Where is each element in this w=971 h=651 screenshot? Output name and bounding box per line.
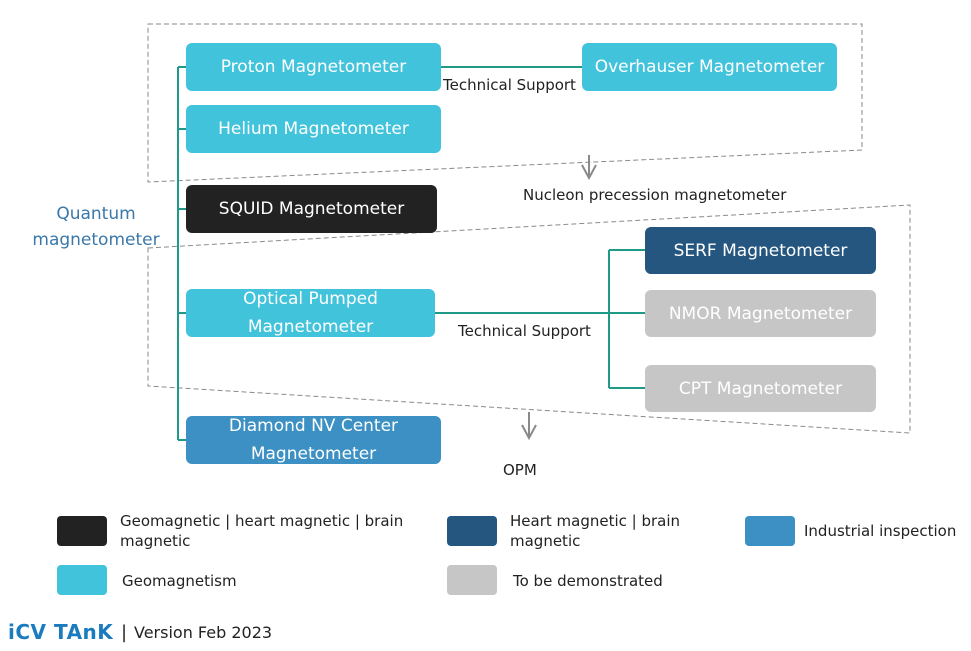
optical-pumped-label-line2: Magnetometer [247,317,374,337]
legend-text-navy: Heart magnetic | brain magnetic [510,511,680,551]
legend-swatch-mid [745,516,795,546]
overhauser-magnetometer-node: Overhauser Magnetometer [582,43,837,91]
legend-swatch-light [57,565,107,595]
cpt-magnetometer-node: CPT Magnetometer [645,365,876,412]
overhauser-magnetometer-label: Overhauser Magnetometer [594,57,825,77]
legend-text-black-line1: Geomagnetic | heart magnetic | brain [120,512,404,530]
version-text: Version Feb 2023 [134,623,273,642]
root-label-line1: Quantum [56,204,136,224]
tech-support-label-mid: Technical Support [458,322,591,340]
legend-text-black-line2: magnetic [120,532,191,550]
serf-magnetometer-label: SERF Magnetometer [673,240,848,261]
nucleon-group-outline [147,23,863,183]
legend-text-black: Geomagnetic | heart magnetic | brain mag… [120,511,403,551]
legend-text-navy-line2: magnetic [510,532,581,550]
cpt-magnetometer-label: CPT Magnetometer [678,378,843,399]
opm-group-outline [147,204,911,434]
legend-text-gray: To be demonstrated [513,572,663,590]
diamond-nv-label-line2: Magnetometer [250,444,377,464]
helium-magnetometer-label: Helium Magnetometer [218,119,409,139]
legend-text-navy-line1: Heart magnetic | brain [510,512,681,530]
footer-separator: | [121,622,128,643]
serf-magnetometer-node: SERF Magnetometer [645,227,876,274]
nucleon-group-label: Nucleon precession magnetometer [523,186,787,204]
squid-magnetometer-label: SQUID Magnetometer [218,199,405,219]
proton-magnetometer-node: Proton Magnetometer [186,43,441,91]
legend-swatch-gray [447,565,497,595]
root-label-line2: magnetometer [32,230,160,250]
squid-magnetometer-node: SQUID Magnetometer [186,185,437,233]
root-label: Quantum magnetometer [26,201,166,253]
nmor-magnetometer-node: NMOR Magnetometer [645,290,876,337]
optical-pumped-label-line1: Optical Pumped [243,289,378,309]
diamond-nv-magnetometer-node: Diamond NV Center Magnetometer [186,416,441,464]
brand-logo: iCV TAnK [8,620,114,644]
legend-text-light: Geomagnetism [122,572,237,590]
legend-swatch-navy [447,516,497,546]
legend-swatch-black [57,516,107,546]
optical-pumped-magnetometer-node: Optical Pumped Magnetometer [186,289,435,337]
legend-text-mid: Industrial inspection [804,522,957,540]
opm-group-label: OPM [503,461,537,479]
tech-support-label-top: Technical Support [443,76,576,94]
diamond-nv-label-line1: Diamond NV Center [228,416,399,436]
opm-arrow-icon [521,412,537,441]
nucleon-arrow-icon [581,155,597,181]
helium-magnetometer-node: Helium Magnetometer [186,105,441,153]
proton-magnetometer-label: Proton Magnetometer [220,57,407,77]
nmor-magnetometer-label: NMOR Magnetometer [668,303,853,324]
